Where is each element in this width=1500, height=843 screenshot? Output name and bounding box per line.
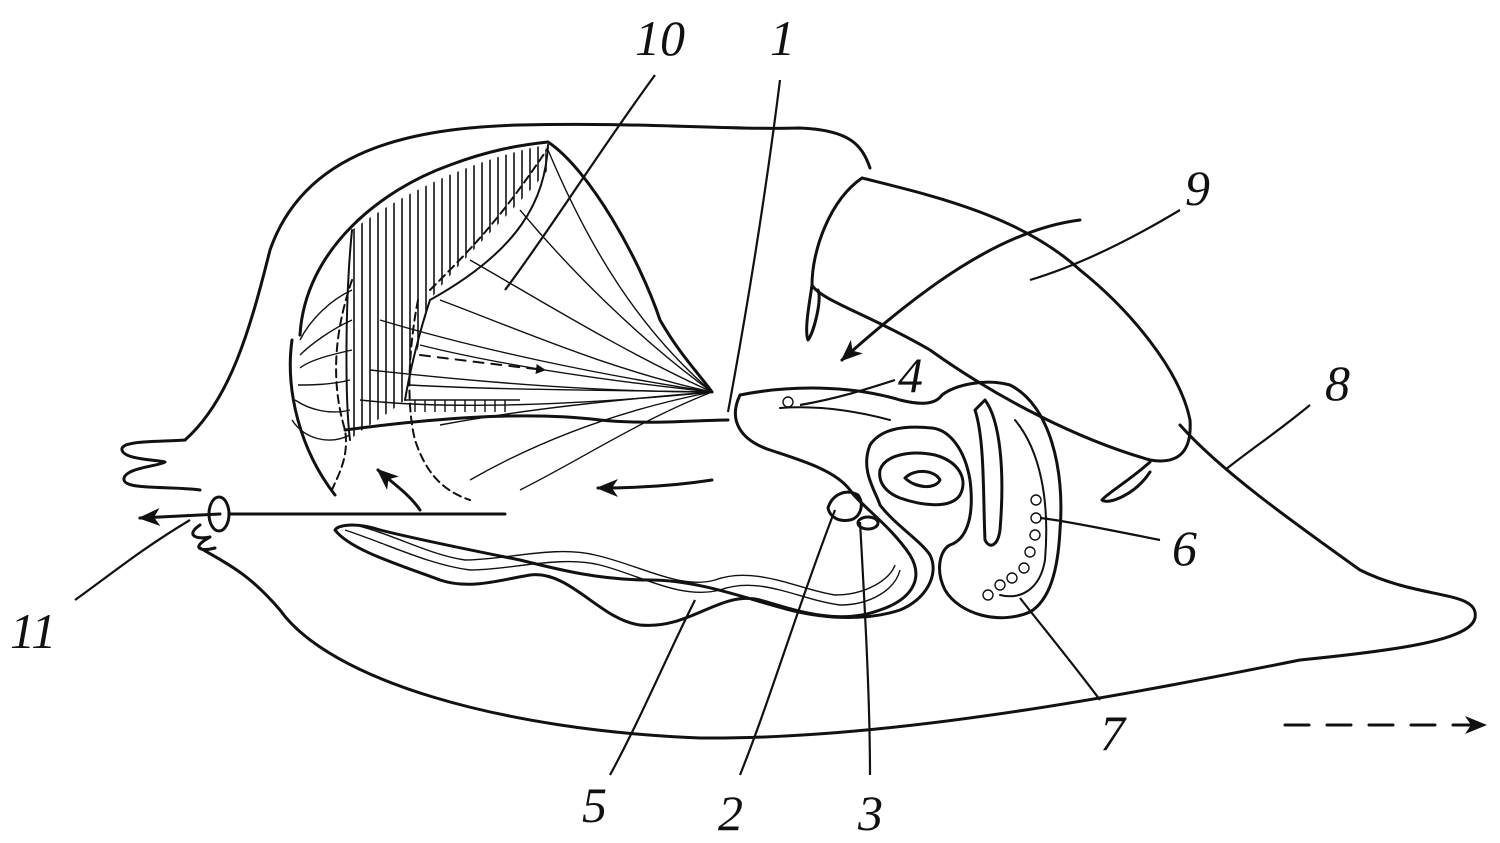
leader-2: [738, 509, 837, 776]
leader-7: [1019, 597, 1101, 701]
leader-3: [858, 521, 872, 776]
label-2: 2: [718, 785, 743, 841]
label-7: 7: [1100, 705, 1127, 761]
grid-organ: [805, 176, 1192, 503]
flow-arrows: [138, 218, 1487, 734]
label-6: 6: [1172, 520, 1197, 576]
label-4: 4: [898, 347, 923, 403]
mantle-fan: [288, 140, 730, 501]
label-10: 10: [635, 10, 685, 66]
leader-5: [609, 599, 696, 776]
leader-9: [1029, 209, 1181, 282]
leader-10: [504, 74, 656, 291]
label-5: 5: [582, 777, 607, 833]
leader-6: [1039, 516, 1161, 542]
label-3: 3: [857, 785, 883, 841]
body-outline: [120, 122, 1477, 740]
label-1: 1: [770, 10, 795, 66]
labels: 1 10 9 4 8 6 7 11 5 2 3: [10, 10, 1350, 841]
label-9: 9: [1185, 160, 1210, 216]
label-8: 8: [1325, 355, 1350, 411]
visceral-mass: [333, 380, 1063, 627]
leader-1: [726, 79, 782, 413]
leader-8: [1224, 404, 1311, 471]
leader-4: [799, 378, 896, 407]
leader-11: [74, 519, 191, 601]
leader-lines: [74, 74, 1311, 776]
label-11: 11: [10, 603, 56, 659]
